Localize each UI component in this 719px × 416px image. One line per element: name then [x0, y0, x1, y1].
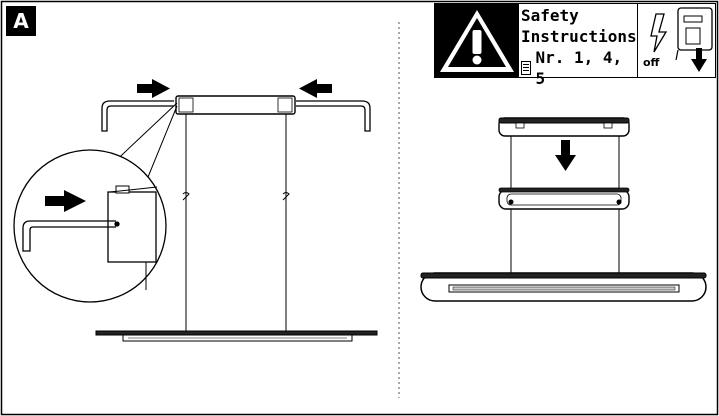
document-icon [521, 61, 532, 75]
power-off-icon [650, 7, 713, 72]
down-arrow-icon [555, 140, 576, 171]
warning-triangle-icon [440, 10, 514, 72]
safety-subtitle: Instructions [521, 27, 637, 46]
canopy-lower [498, 187, 630, 210]
safety-reference: Nr. 1, 4, 5 [521, 47, 635, 89]
off-label: off [643, 56, 660, 69]
ceiling-canopy [175, 95, 296, 115]
safety-instructions-box: Safety Instructions Nr. 1, 4, 5 off [434, 3, 716, 88]
safety-separator [637, 4, 638, 77]
detail-right-arrow-icon [45, 190, 86, 212]
safety-numbers: Nr. 1, 4, 5 [535, 48, 623, 88]
canopy-upper [498, 117, 630, 137]
power-off-panel: off [638, 4, 715, 77]
safety-title: Safety [521, 6, 579, 25]
safety-text: Safety Instructions Nr. 1, 4, 5 [521, 5, 637, 89]
lamp-panel [95, 330, 378, 342]
detail-hex-key-icon [22, 220, 120, 252]
suspension-wires [182, 114, 290, 331]
right-arrow-icon [137, 79, 170, 98]
left-arrow-icon [299, 79, 332, 98]
lamp-panel-right [420, 272, 707, 302]
hex-key-right-icon [296, 100, 371, 132]
hex-key-left-icon [101, 100, 174, 132]
warning-panel [435, 4, 519, 77]
step-label: A [6, 6, 36, 36]
